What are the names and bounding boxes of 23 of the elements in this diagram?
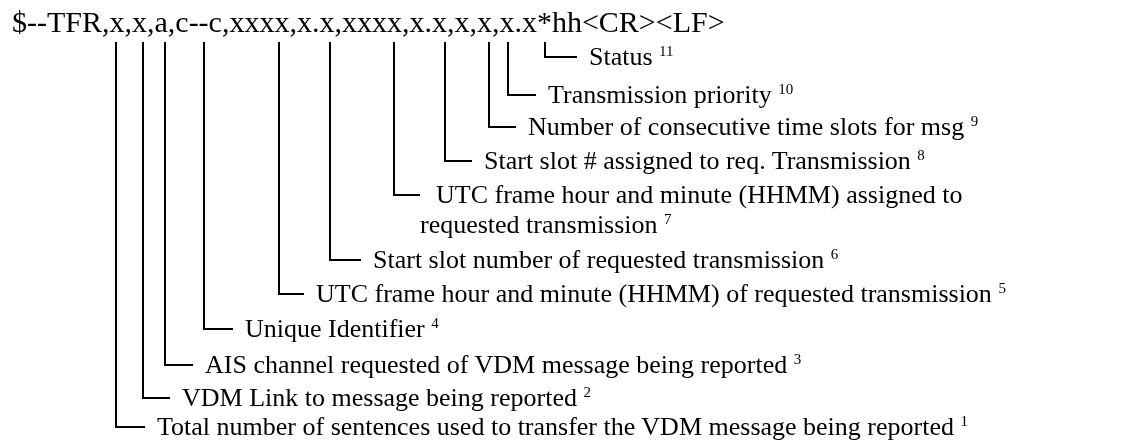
field-description: Transmission priority $^{10}$ (536, 80, 794, 110)
leader-line (444, 41, 473, 162)
field-description: VDM Link to message being reported $^{2}$ (170, 383, 591, 413)
sentence-format: $--TFR,x,x,a,c--c,xxxx,x.x,xxxx,x.x,x,x,x.x*hh<CR><LF> (12, 6, 725, 42)
field-description: Unique Identifier $^{4}$ (233, 314, 439, 344)
leader-line (278, 41, 305, 295)
field-description: Total number of sentences used to transfer the VDM message being reported $^{1}$ (145, 412, 968, 442)
field-description: Start slot number of requested transmission $^{6}$ (361, 245, 839, 275)
leader-line (203, 41, 234, 330)
leader-line (115, 41, 146, 428)
leader-line (142, 41, 171, 399)
leader-line (393, 41, 421, 196)
field-description: Number of consecutive time slots for msg $^{9}$ (516, 112, 979, 142)
leader-line (329, 41, 362, 261)
leader-line (488, 41, 517, 128)
leader-line (544, 41, 578, 58)
field-description: Status $^{11}$ (577, 42, 674, 72)
field-description: AIS channel requested of VDM message being reported $^{3}$ (193, 350, 802, 380)
leader-line (164, 41, 194, 366)
leader-line (507, 41, 537, 96)
field-description: UTC frame hour and minute (HHMM) of requested transmission $^{5}$ (304, 279, 1006, 309)
field-description: UTC frame hour and minute (HHMM) assigned to requested transmission $^{7}$ (420, 180, 980, 240)
field-description: Start slot # assigned to req. Transmission $^{8}$ (472, 146, 925, 176)
